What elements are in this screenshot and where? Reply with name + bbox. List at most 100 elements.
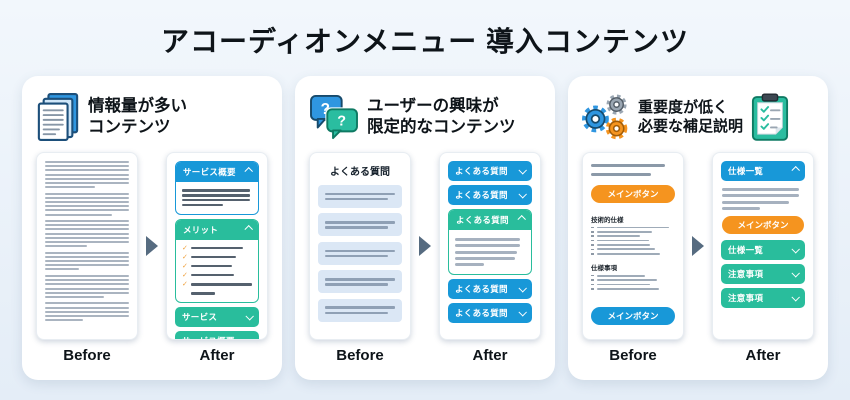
chevron-up-icon: [517, 215, 526, 224]
text-line-placeholder: [45, 251, 129, 254]
check-item: ✓: [182, 272, 252, 279]
accordion-label: サービス概要: [183, 167, 236, 177]
text-line-placeholder: [325, 311, 388, 315]
bullet-placeholder: [591, 244, 675, 246]
text-line-placeholder: [596, 279, 657, 281]
text-line-placeholder: [596, 274, 646, 277]
accordion-header[interactable]: 仕様一覧: [721, 239, 805, 260]
panel-low-priority-notes: 重要度が低く必要な補足説明メインボタン技術的仕様仕様事項メインボタン仕様一覧メイ…: [568, 76, 828, 380]
accordion-label: よくある質問: [455, 190, 508, 200]
panel-header: ??ユーザーの興味が限定的なコンテンツ: [309, 86, 541, 148]
faq-row-placeholder: [318, 241, 402, 265]
accordion-header[interactable]: 仕様一覧: [721, 161, 805, 181]
arrow-right-icon: [418, 235, 432, 257]
accordion-expanded: よくある質問: [448, 209, 532, 276]
bullet-placeholder: [591, 230, 675, 233]
text-line-placeholder: [45, 268, 79, 271]
bullet-dash: [591, 279, 594, 281]
text-line-placeholder: [325, 226, 388, 229]
accordion-header[interactable]: よくある質問: [448, 303, 532, 324]
accordion-header[interactable]: サービス概要: [176, 162, 258, 182]
text-line-placeholder: [45, 287, 129, 290]
panel-header: 情報量が多いコンテンツ: [36, 86, 268, 148]
text-line-placeholder: [591, 164, 665, 167]
text-line-placeholder: [45, 228, 129, 231]
accordion-label: サービス概要: [182, 335, 235, 339]
bullet-dash: [591, 239, 594, 242]
main-button[interactable]: メインボタン: [591, 185, 675, 203]
text-line-placeholder: [45, 310, 129, 313]
accordion-label: よくある質問: [455, 284, 508, 295]
accordion-item: メリット✓✓✓✓✓: [175, 218, 259, 304]
chevron-down-icon: [791, 244, 800, 254]
text-line-placeholder: [45, 283, 129, 286]
accordion-header[interactable]: よくある質問: [448, 185, 532, 205]
accordion-label: よくある質問: [455, 308, 508, 319]
text-line-placeholder: [45, 224, 129, 227]
accordion-header[interactable]: サービス: [175, 307, 259, 328]
accordion-header[interactable]: 注意事項: [721, 287, 805, 308]
before-label: Before: [609, 347, 657, 364]
accordion-expanded: サービス概要: [175, 161, 259, 215]
bullet-placeholder: [591, 279, 675, 281]
accordion-header[interactable]: よくある質問: [449, 210, 531, 230]
text-line-placeholder: [325, 278, 395, 281]
accordion-header[interactable]: サービス概要: [175, 331, 259, 339]
faq-row-placeholder: [318, 270, 402, 294]
accordion-item: 仕様一覧: [721, 239, 805, 260]
check-item: ✓: [182, 263, 252, 270]
accordion-body: [176, 182, 258, 214]
text-line-placeholder: [596, 230, 652, 233]
text-line-placeholder: [191, 255, 236, 259]
accordion-header[interactable]: よくある質問: [448, 161, 532, 181]
panel-limited-interest: ??ユーザーの興味が限定的なコンテンツよくある質問よくある質問よくある質問よくあ…: [295, 76, 555, 380]
accordion-item: 注意事項: [721, 263, 805, 284]
panel-title: 情報量が多いコンテンツ: [88, 96, 187, 136]
text-line-placeholder: [325, 306, 395, 310]
before-card: メインボタン技術的仕様仕様事項メインボタン: [582, 152, 684, 340]
accordion-label: 注意事項: [728, 268, 764, 279]
accordion-item: サービス概要: [175, 161, 259, 215]
text-line-placeholder: [45, 186, 96, 189]
chevron-down-icon: [518, 190, 527, 199]
accordion-item: よくある質問: [448, 161, 532, 181]
chevron-down-icon: [518, 284, 527, 293]
before-card: [36, 152, 138, 340]
text-line-placeholder: [191, 283, 252, 286]
after-label: After: [745, 347, 781, 364]
accordion-item: 仕様一覧メインボタン: [721, 161, 805, 234]
text-line-placeholder: [45, 314, 129, 317]
faq-title: よくある質問: [330, 167, 390, 178]
text-line-placeholder: [45, 177, 129, 180]
main-button[interactable]: メインボタン: [591, 307, 675, 325]
document-text: [45, 161, 129, 322]
text-line-placeholder: [45, 232, 129, 235]
text-line-placeholder: [596, 239, 649, 242]
check-icon: ✓: [182, 262, 188, 270]
text-line-placeholder: [45, 220, 129, 223]
main-button[interactable]: メインボタン: [722, 215, 804, 234]
clipboard-check-icon: [751, 92, 789, 142]
accordion-header[interactable]: よくある質問: [448, 279, 532, 300]
arrow-right-icon: [691, 235, 705, 257]
accordion-header[interactable]: メリット: [176, 219, 258, 240]
text-line-placeholder: [325, 283, 388, 286]
text-line-placeholder: [45, 169, 129, 172]
text-line-placeholder: [45, 241, 129, 243]
accordion-expanded: メリット✓✓✓✓✓: [175, 218, 259, 304]
bullet-placeholder: [591, 287, 675, 290]
text-line-placeholder: [325, 221, 395, 224]
accordion-header[interactable]: 注意事項: [721, 263, 805, 284]
chevron-down-icon: [245, 312, 254, 321]
accordion-item: よくある質問: [448, 303, 532, 324]
panels-row: 情報量が多いコンテンツサービス概要メリット✓✓✓✓✓サービスサービス概要Befo…: [0, 76, 850, 380]
bullet-dash: [591, 230, 594, 233]
text-line-placeholder: [722, 200, 790, 204]
text-line-placeholder: [455, 256, 516, 260]
text-line-placeholder: [182, 194, 250, 197]
accordion-item: よくある質問: [448, 209, 532, 276]
after-card: よくある質問よくある質問よくある質問よくある質問よくある質問: [439, 152, 541, 340]
